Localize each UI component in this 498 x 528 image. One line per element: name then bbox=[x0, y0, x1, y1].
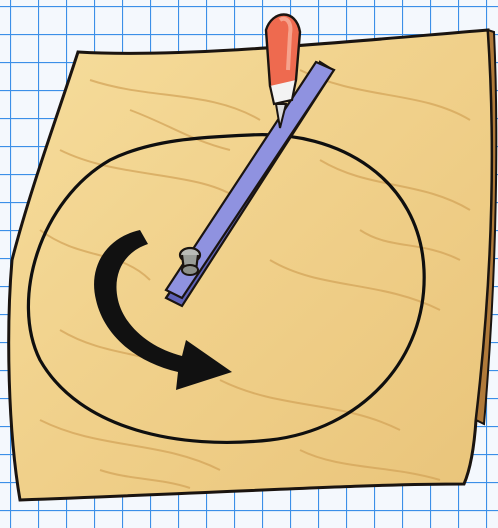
pin-icon bbox=[180, 248, 200, 275]
